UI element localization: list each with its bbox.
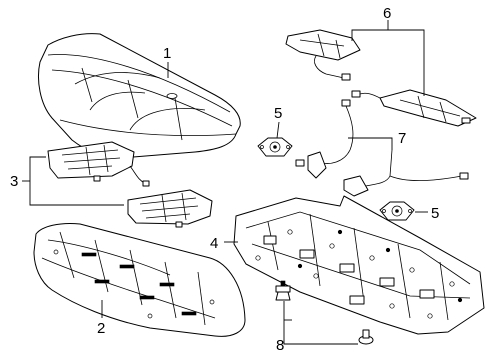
seat-cushion-part (38, 33, 241, 159)
leader-7 (348, 137, 393, 150)
leader-6 (351, 29, 425, 96)
callout-6: 6 (383, 5, 391, 22)
sensor-upper (257, 137, 293, 157)
callout-5b: 5 (431, 205, 439, 222)
callout-7: 7 (398, 130, 406, 147)
callout-4: 4 (210, 235, 218, 252)
seat-heater-pad-upper (47, 141, 150, 187)
heater-module-right (351, 89, 477, 127)
callout-5a: 5 (274, 105, 282, 122)
seat-cushion-pad-part (33, 223, 246, 337)
callout-8: 8 (276, 337, 284, 354)
callout-3: 3 (10, 173, 18, 190)
sensor-lower (379, 201, 415, 221)
fastener-clip (275, 280, 291, 301)
callout-1: 1 (163, 45, 171, 62)
fastener-bolt (358, 329, 374, 345)
callout-2: 2 (97, 320, 105, 337)
leader-8 (283, 301, 358, 345)
seat-heater-pad-lower (127, 189, 213, 228)
heater-module-left (285, 29, 361, 81)
seat-frame-part (233, 195, 485, 335)
wiring-harness-right (343, 149, 469, 197)
wiring-harness-left (295, 99, 354, 179)
leader-5a (276, 121, 280, 139)
